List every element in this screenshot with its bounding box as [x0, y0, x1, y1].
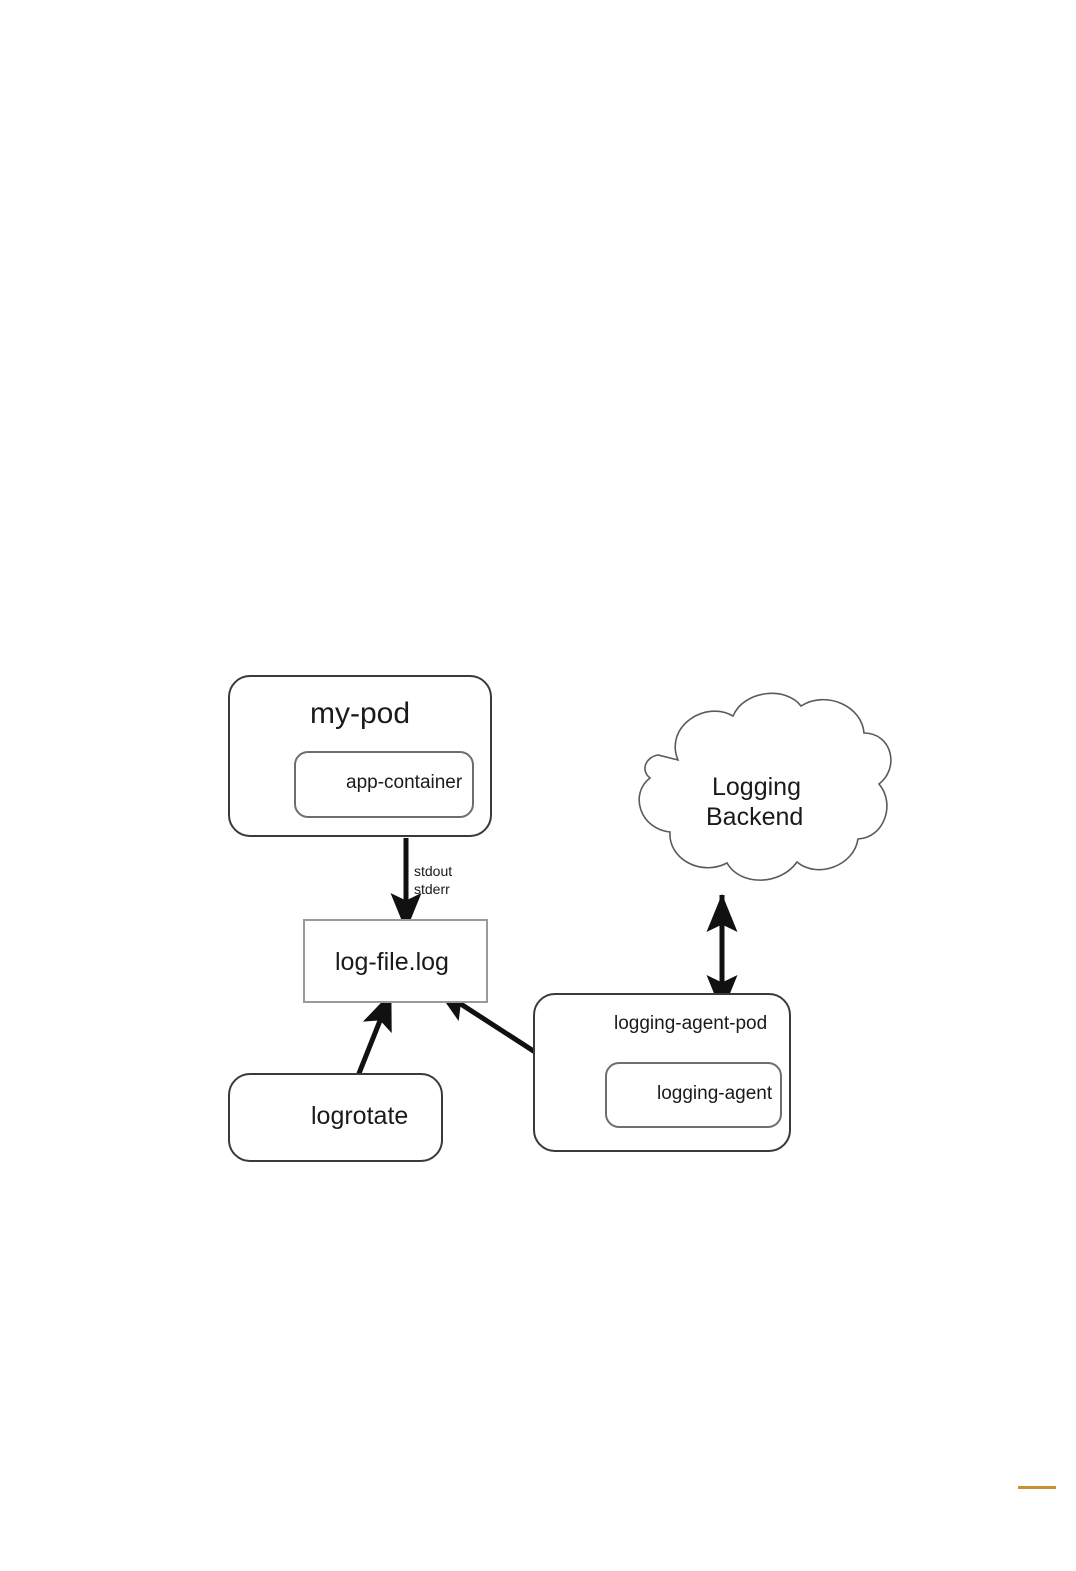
file-log-file[interactable] [303, 919, 488, 1003]
file-log-file-label: log-file.log [335, 948, 449, 976]
pod-logging-agent-pod-label: logging-agent-pod [614, 1013, 768, 1034]
edge-label-stderr: stderr [414, 881, 450, 897]
cloud-label-line2: Backend [706, 803, 804, 831]
container-app-container[interactable] [294, 751, 474, 818]
container-app-container-label: app-container [346, 772, 463, 793]
pod-my-pod-label: my-pod [310, 697, 411, 730]
cloud-label-line1: Logging [712, 773, 801, 801]
node-logrotate-label: logrotate [311, 1102, 409, 1130]
page-edge-marker [1018, 1486, 1056, 1489]
cloud-icon [638, 692, 892, 881]
edge-label-stdout: stdout [414, 863, 453, 879]
container-logging-agent[interactable] [605, 1062, 782, 1128]
node-logrotate[interactable] [228, 1073, 443, 1162]
container-logging-agent-label: logging-agent [657, 1083, 773, 1104]
